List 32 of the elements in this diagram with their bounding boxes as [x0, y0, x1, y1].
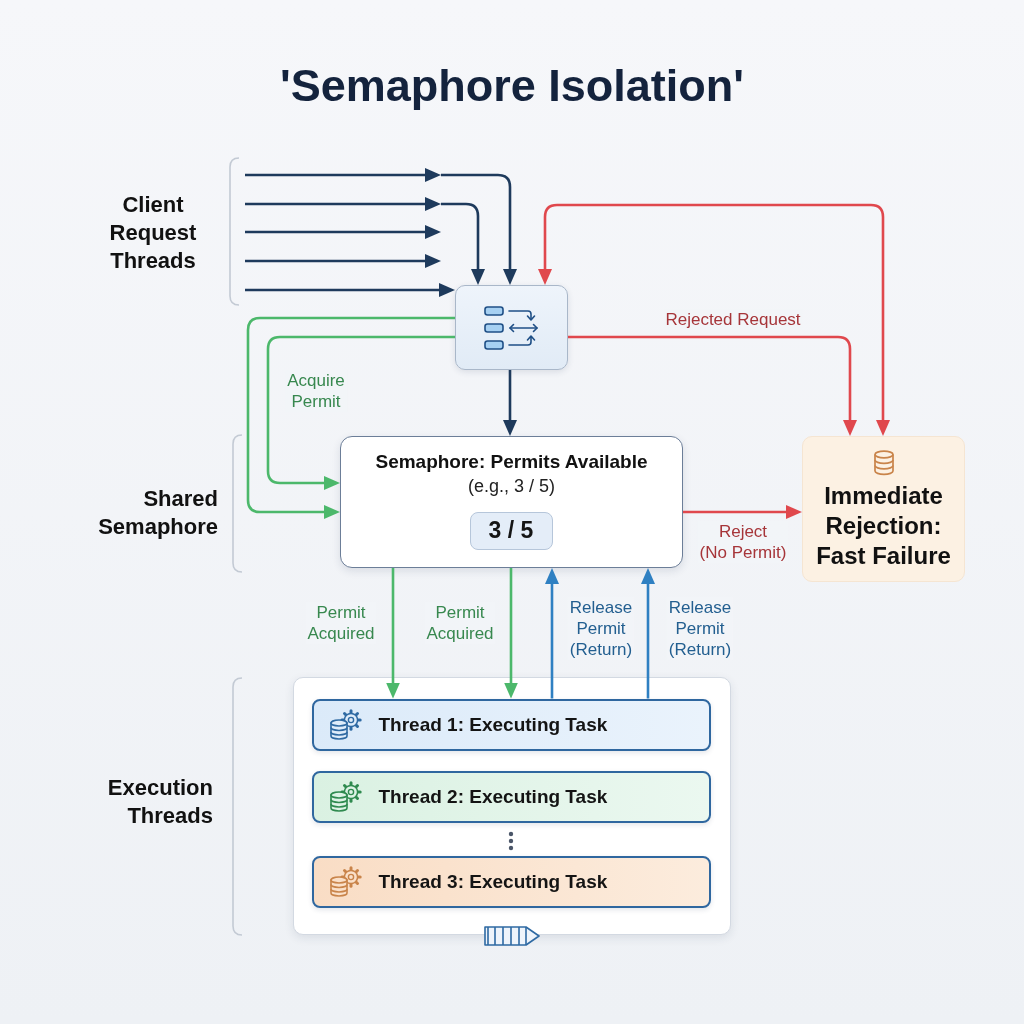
semaphore-box: [340, 436, 683, 568]
arrow: [683, 505, 802, 519]
section-label: Execution Threads: [107, 774, 213, 830]
box-subtext: (e.g., 3 / 5): [467, 475, 555, 498]
thread-label: Thread 3: Executing Task: [378, 870, 608, 893]
thread-pool-panel: [293, 677, 731, 935]
arrow: [441, 173, 517, 285]
arrow: [266, 335, 455, 490]
arrow: [568, 335, 857, 436]
counter-value: 3 / 5: [488, 517, 534, 544]
thread-label: Thread 2: Executing Task: [378, 785, 608, 808]
box-heading: Semaphore: Permits Available: [375, 450, 648, 474]
gate-box: [455, 285, 568, 370]
diagram-title: 'Semaphore Isolation': [280, 60, 744, 112]
thread-bar: [311, 770, 711, 823]
arrow: [504, 568, 518, 699]
arrow: [246, 316, 455, 519]
thread-label: Thread 1: Executing Task: [378, 713, 608, 736]
arrow: [245, 283, 455, 297]
arrow: [538, 203, 890, 436]
thread-bar: [311, 698, 711, 751]
rejection-box: [802, 436, 965, 582]
box-text: Immediate Rejection: Fast Failure: [815, 481, 952, 571]
arrow: [386, 568, 400, 699]
arrow: [441, 202, 485, 285]
arrow: [503, 370, 517, 436]
counter-box: [469, 511, 553, 550]
arrow: [545, 568, 559, 699]
section-label: Client Request Threads: [109, 191, 197, 275]
thread-bar: [311, 855, 711, 908]
arrow: [641, 568, 655, 699]
section-label: Shared Semaphore: [98, 485, 218, 541]
